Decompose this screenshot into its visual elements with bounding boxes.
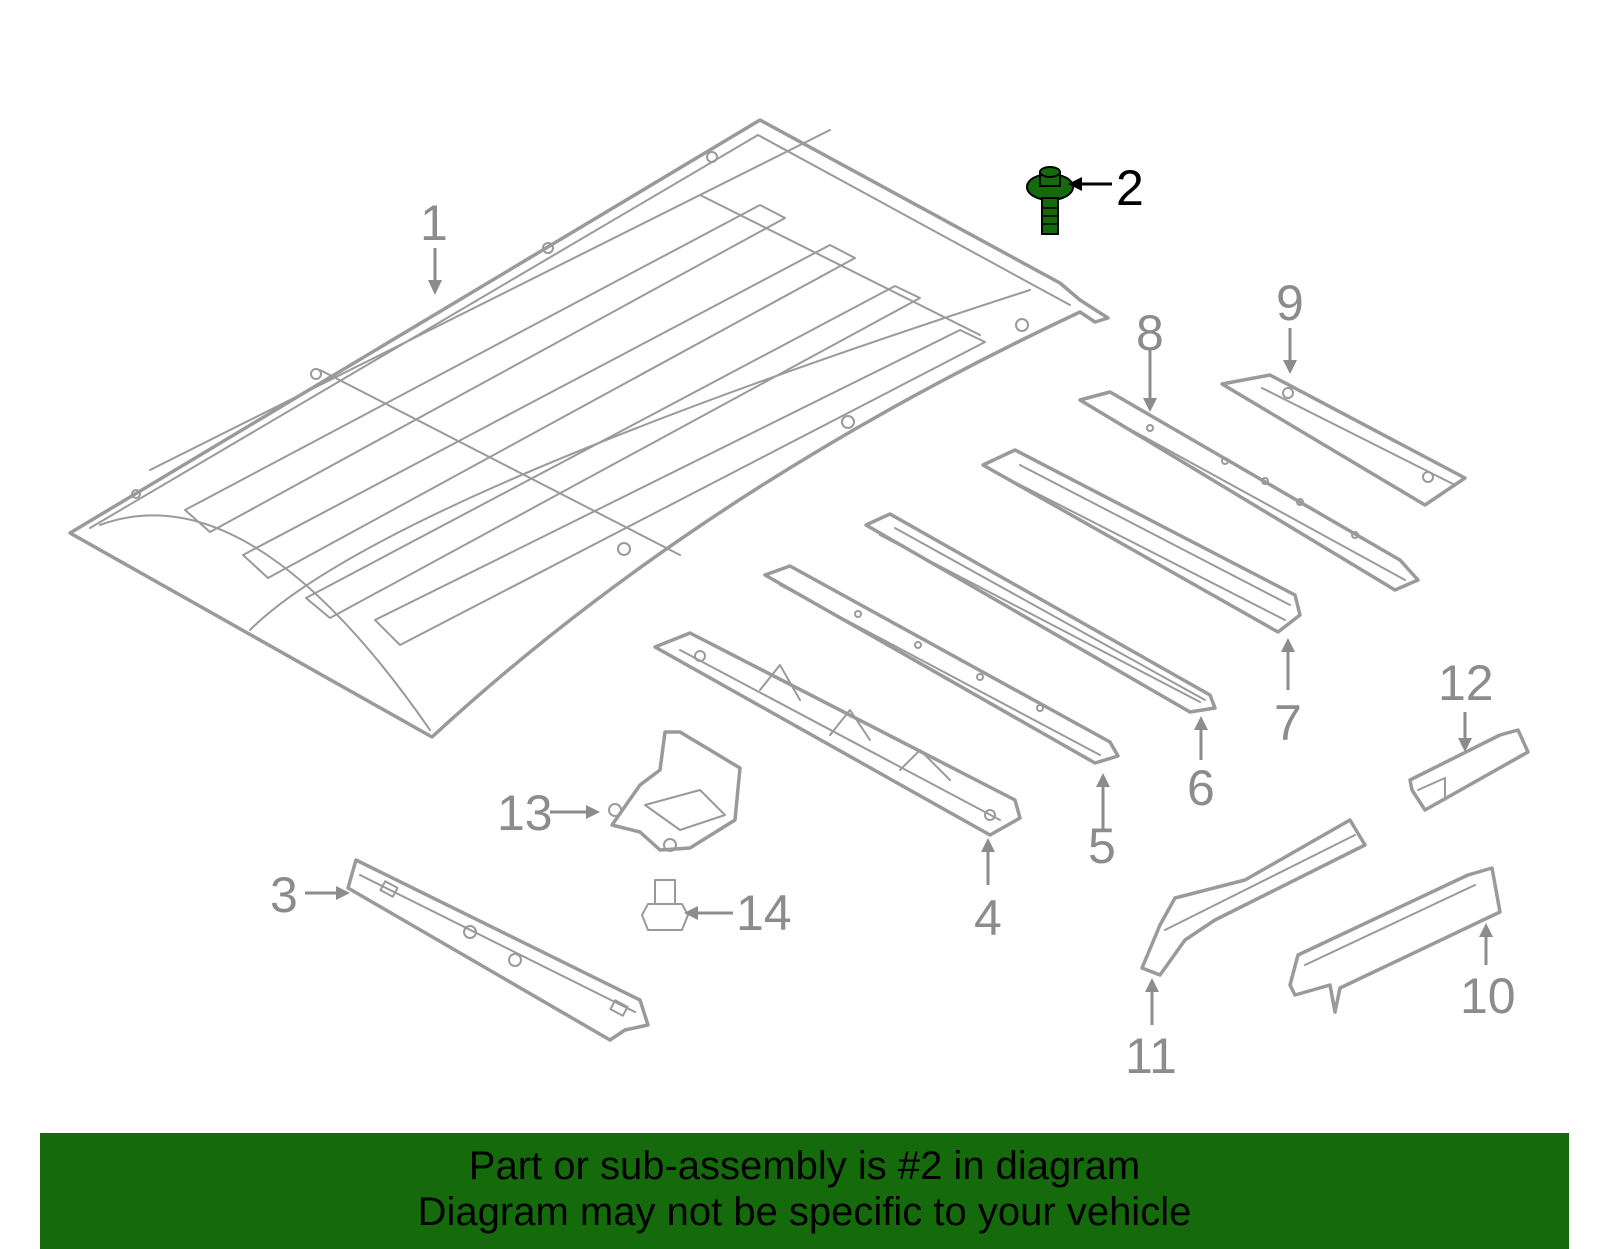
- callout-14: 14: [736, 885, 792, 941]
- callout-11: 11: [1125, 1028, 1177, 1084]
- front-header-panel[interactable]: [346, 858, 650, 1042]
- roof-bow-5[interactable]: [763, 564, 1120, 765]
- roof-bow-7[interactable]: [981, 448, 1302, 634]
- info-banner: Part or sub-assembly is #2 in diagram Di…: [40, 1133, 1569, 1249]
- callout-8: 8: [1136, 305, 1164, 361]
- banner-line-part: Part or sub-assembly is #2 in diagram: [468, 1144, 1141, 1188]
- side-rail-10[interactable]: [1288, 866, 1502, 1014]
- bracket-13[interactable]: [608, 730, 742, 852]
- callout-4: 4: [974, 890, 1002, 946]
- callout-5: 5: [1088, 818, 1116, 874]
- callout-12: 12: [1438, 655, 1494, 711]
- callout-9: 9: [1276, 275, 1304, 331]
- callout-arrows: [305, 177, 1493, 1025]
- rear-header-8[interactable]: [1078, 390, 1420, 592]
- bolt-highlighted[interactable]: [1026, 166, 1074, 235]
- bracket-12[interactable]: [1408, 728, 1530, 812]
- callout-3: 3: [270, 867, 298, 923]
- rear-reinforcement-9[interactable]: [1220, 373, 1467, 507]
- callout-1: 1: [420, 195, 448, 251]
- callout-6: 6: [1187, 760, 1215, 816]
- banner-line-disclaimer: Diagram may not be specific to your vehi…: [417, 1190, 1192, 1234]
- roof-bow-4[interactable]: [653, 631, 1022, 837]
- callout-13: 13: [497, 785, 553, 841]
- callout-2: 2: [1116, 160, 1144, 216]
- side-rail-11[interactable]: [1140, 818, 1367, 977]
- roof-bow-6[interactable]: [864, 512, 1217, 714]
- roof-panel[interactable]: [68, 118, 1110, 739]
- bolt-14[interactable]: [641, 879, 689, 931]
- callout-10: 10: [1460, 968, 1516, 1024]
- callout-7: 7: [1274, 695, 1302, 751]
